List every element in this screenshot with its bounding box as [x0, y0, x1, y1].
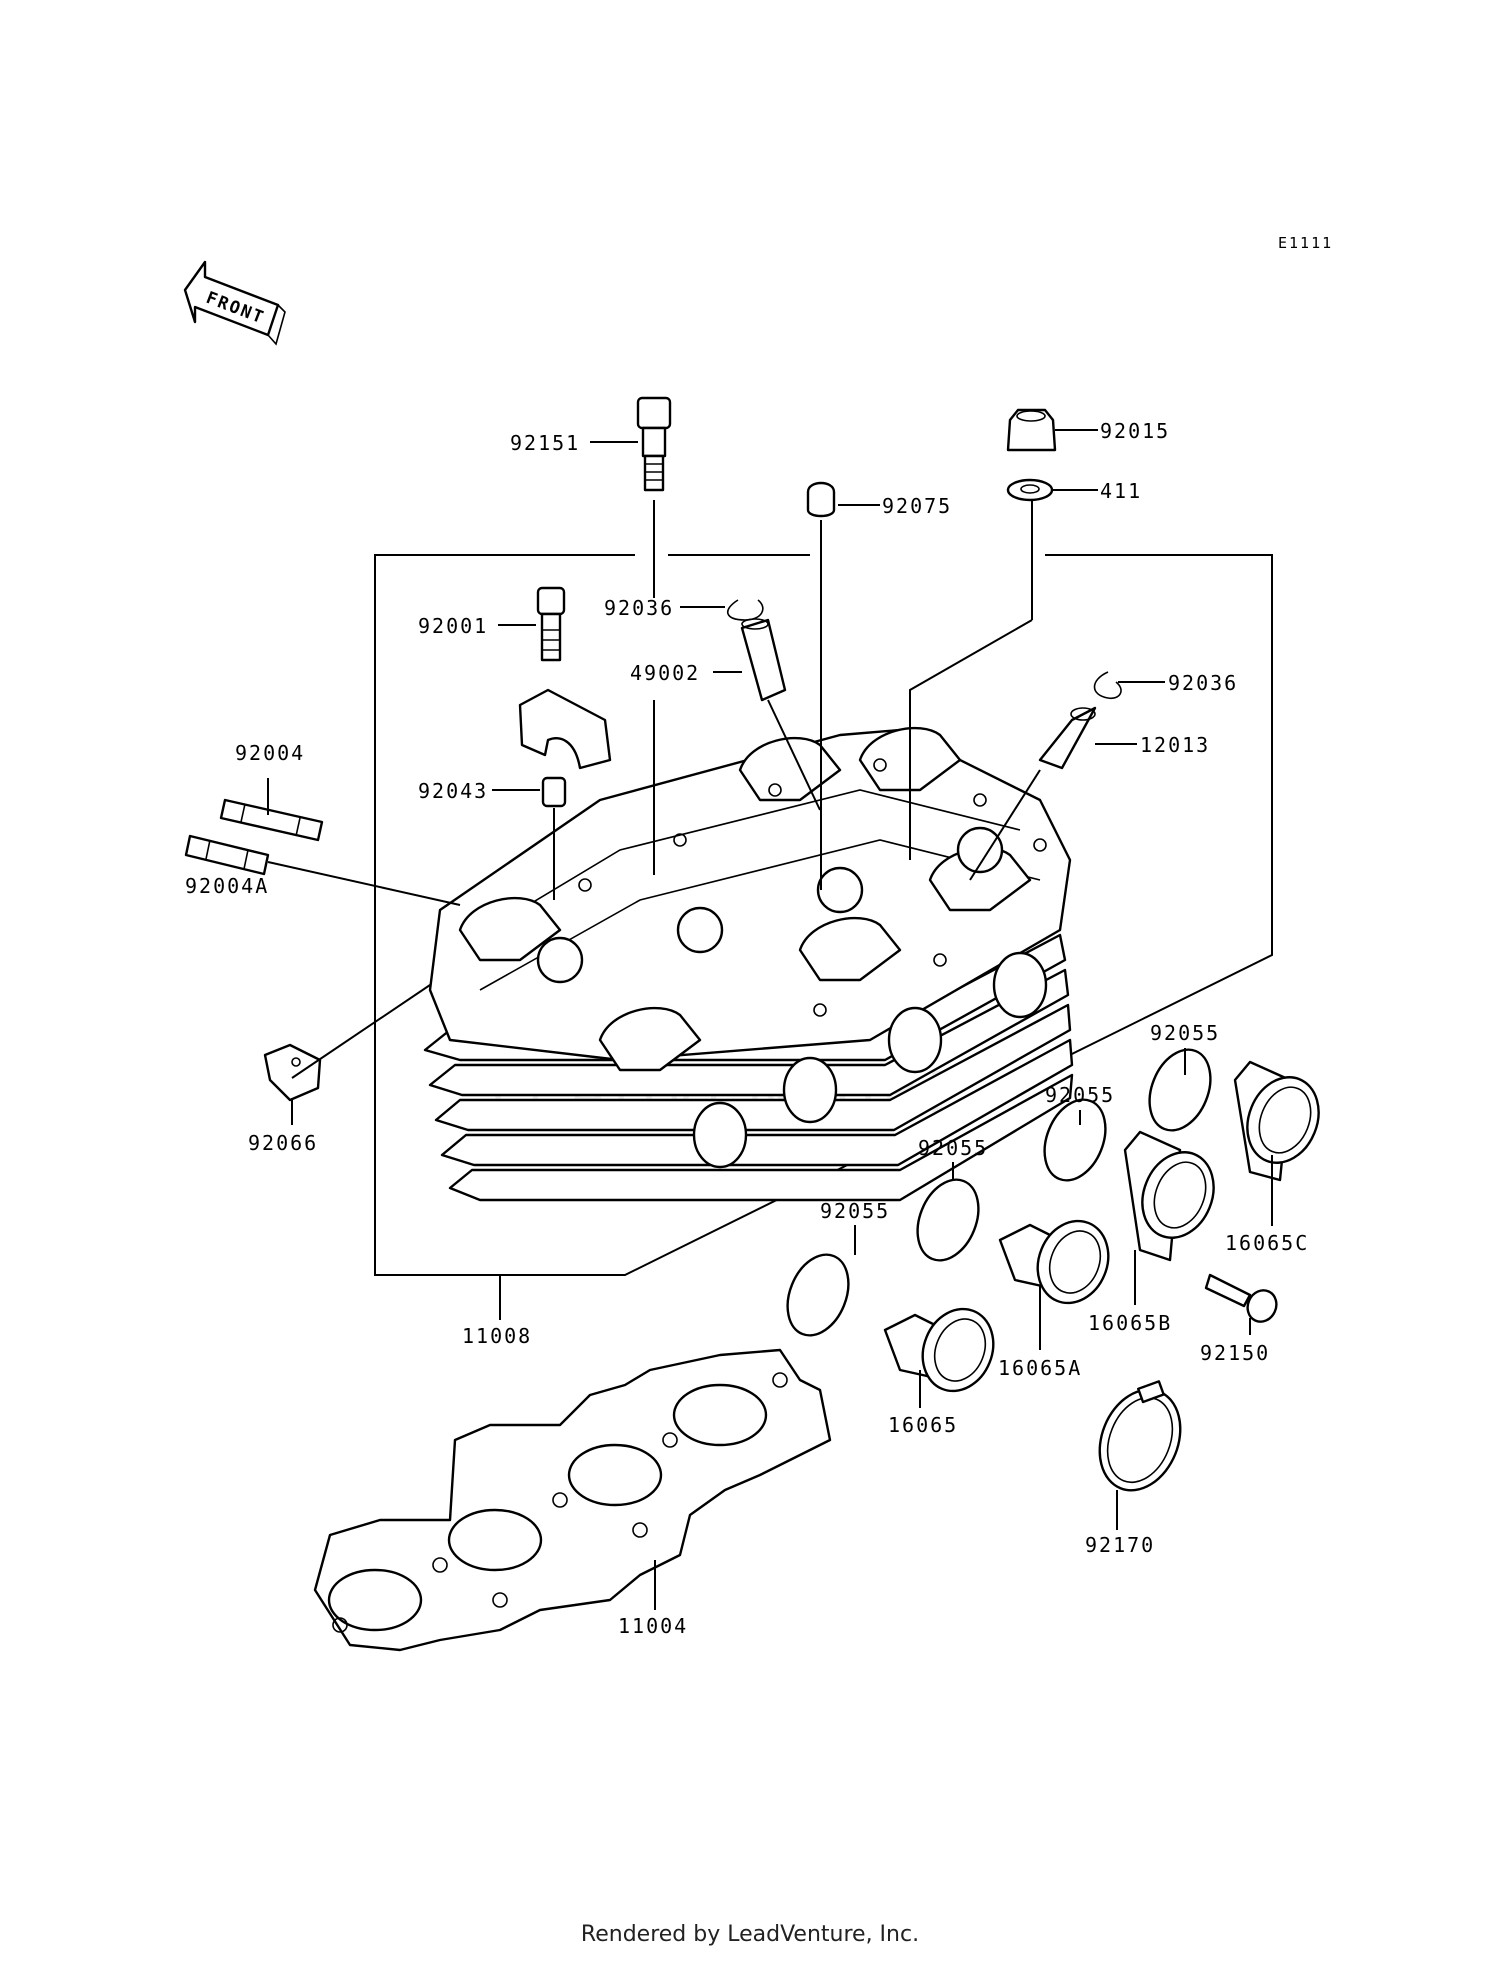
oring-92055b-icon: [916, 1178, 980, 1262]
label-92004A: 92004A: [185, 874, 269, 898]
clamp-92170-icon: [1098, 1380, 1182, 1492]
label-92015: 92015: [1100, 419, 1170, 443]
label-92036-a: 92036: [604, 596, 674, 620]
oring-92055a-icon: [786, 1253, 850, 1337]
clip-92036-icon: [727, 599, 764, 621]
label-92004: 92004: [235, 741, 305, 765]
label-92170: 92170: [1085, 1533, 1155, 1557]
label-12013: 12013: [1140, 733, 1210, 757]
guide-49002-icon: [740, 618, 787, 702]
assembly-bracket: [374, 554, 1273, 1276]
oring-92055d-icon: [1148, 1048, 1212, 1132]
label-92066: 92066: [248, 1131, 318, 1155]
holder-16065-icon: [883, 1307, 995, 1393]
label-92151: 92151: [510, 431, 580, 455]
cap-92066-icon: [263, 1043, 322, 1102]
gasket-11004-icon: [313, 1348, 832, 1652]
label-16065: 16065: [888, 1413, 958, 1437]
stud-92004-icon: [219, 798, 324, 842]
label-92075: 92075: [882, 494, 952, 518]
bolt-92001-icon: [536, 586, 566, 662]
cylinder-head: [423, 727, 1074, 1202]
label-92150: 92150: [1200, 1341, 1270, 1365]
stud-92004A-icon: [184, 834, 270, 876]
clip-92036b-icon: [1093, 671, 1122, 700]
label-92055-b: 92055: [918, 1136, 988, 1160]
bolt-92151-icon: [636, 396, 672, 492]
screw-92150-icon: [1204, 1273, 1278, 1323]
label-11008: 11008: [462, 1324, 532, 1348]
dowel-92043-icon: [541, 776, 567, 808]
cam-cap-icon: [518, 688, 612, 770]
label-16065A: 16065A: [998, 1356, 1082, 1380]
guide-12013-icon: [1038, 706, 1097, 770]
label-92055-d: 92055: [1150, 1021, 1220, 1045]
holder-16065B-icon: [1123, 1130, 1215, 1262]
label-411: 411: [1100, 479, 1142, 503]
holder-16065A-icon: [998, 1219, 1110, 1305]
label-92001: 92001: [418, 614, 488, 638]
label-16065C: 16065C: [1225, 1231, 1309, 1255]
oring-92055c-icon: [1043, 1098, 1107, 1182]
label-11004: 11004: [618, 1614, 688, 1638]
label-92036-b: 92036: [1168, 671, 1238, 695]
footer-credit: Rendered by LeadVenture, Inc.: [580, 1922, 920, 1947]
label-16065B: 16065B: [1088, 1311, 1172, 1335]
label-49002: 49002: [630, 661, 700, 685]
washer-411-icon: [1006, 478, 1054, 502]
label-92043: 92043: [418, 779, 488, 803]
nut-92015-icon: [1006, 408, 1057, 452]
diagram-code: E1111: [1278, 234, 1333, 252]
holder-16065C-icon: [1233, 1060, 1320, 1182]
label-92055-a: 92055: [820, 1199, 890, 1223]
label-92055-c: 92055: [1045, 1083, 1115, 1107]
front-arrow-icon: FRONT: [183, 260, 286, 346]
cap-92075-icon: [806, 481, 836, 518]
